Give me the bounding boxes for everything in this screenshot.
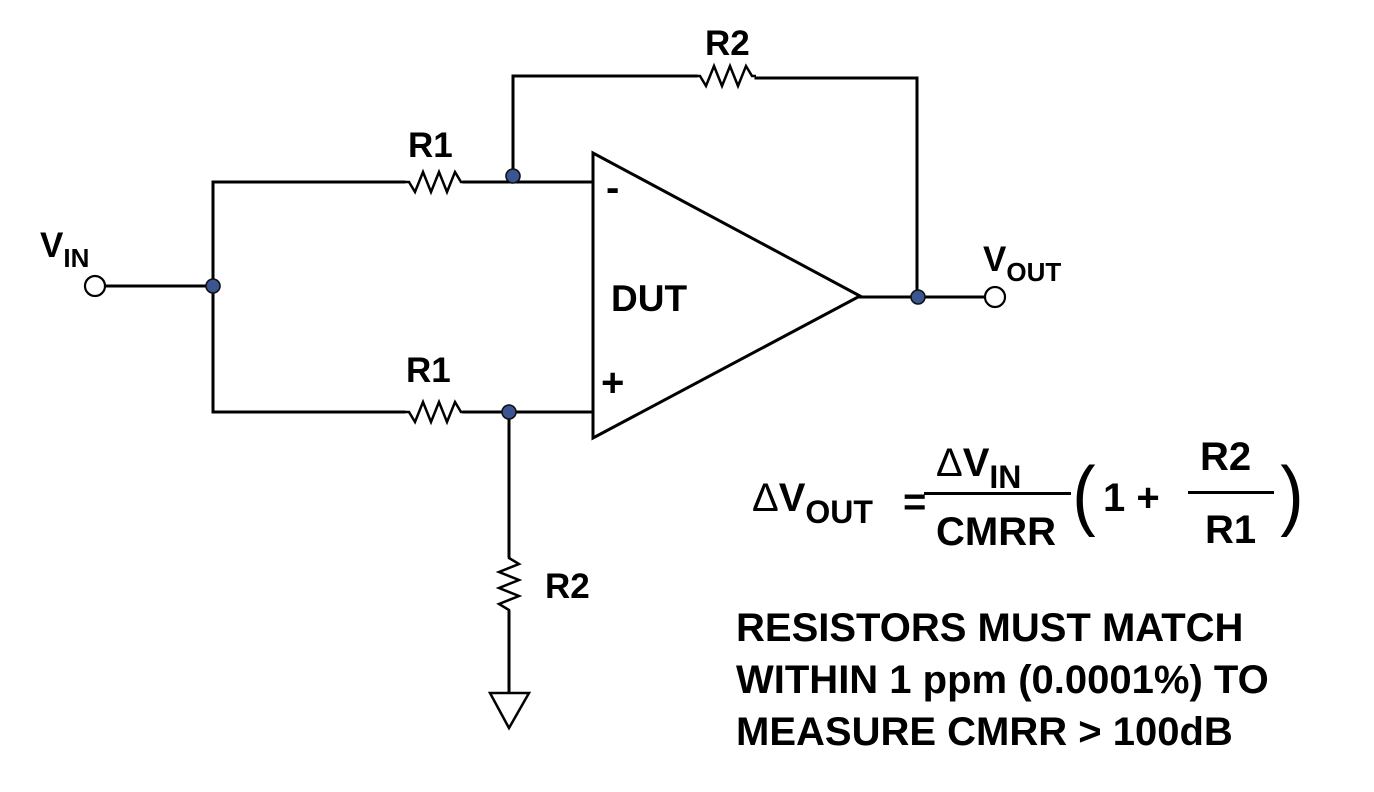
- r1-top-resistor: [404, 168, 464, 196]
- note-line: MEASURE CMRR > 100dB: [736, 710, 1233, 754]
- junction-node-output: [910, 289, 926, 305]
- r2-ground-label: R2: [545, 567, 590, 606]
- inverting-input-sign: -: [606, 166, 620, 210]
- feedback-wire-left: [511, 74, 698, 178]
- note-line: WITHIN 1 ppm (0.0001%) TO: [736, 658, 1269, 702]
- vout-label-sub: OUT: [1006, 257, 1062, 287]
- note-line: RESISTORS MUST MATCH: [736, 606, 1244, 650]
- r1-bottom-resistor: [404, 398, 464, 426]
- ratio-numerator: R2: [1200, 435, 1252, 479]
- equation-lhs-main: V: [778, 476, 806, 520]
- r2-feedback-resistor: [696, 62, 756, 90]
- vin-label-main: V: [40, 226, 64, 265]
- resistor-matching-note: RESISTORS MUST MATCH WITHIN 1 ppm (0.000…: [736, 602, 1269, 758]
- junction-node-noninverting: [501, 404, 517, 420]
- equation-numerator: ΔVIN: [936, 441, 1021, 493]
- equation-numerator-sub: IN: [989, 459, 1022, 495]
- open-paren: (: [1072, 450, 1096, 538]
- input-terminal: [83, 274, 107, 298]
- ratio-denominator: R1: [1205, 508, 1257, 552]
- vout-label: VOUT: [983, 240, 1061, 285]
- noninverting-input-sign: +: [601, 361, 625, 405]
- delta-symbol: Δ: [936, 441, 963, 485]
- delta-symbol: Δ: [752, 476, 779, 520]
- junction-node-inverting: [505, 168, 521, 184]
- close-paren: ): [1280, 450, 1304, 538]
- equation-one-plus: 1 +: [1103, 476, 1160, 520]
- equation-numerator-main: V: [962, 441, 990, 485]
- equation-lhs: ΔVOUT: [752, 476, 873, 528]
- junction-node-input: [205, 278, 221, 294]
- fraction-bar-ratio: [1188, 491, 1274, 494]
- output-terminal: [983, 285, 1007, 309]
- opamp-triangle: [591, 150, 864, 441]
- equation-lhs-sub: OUT: [805, 494, 873, 530]
- vin-label-sub: IN: [63, 243, 90, 273]
- r1-top-label: R1: [408, 126, 453, 165]
- ground-icon: [487, 691, 532, 731]
- fraction-bar-main: [924, 492, 1071, 495]
- vout-label-main: V: [983, 240, 1007, 279]
- opamp-label: DUT: [611, 278, 688, 319]
- vin-label: VIN: [40, 226, 89, 271]
- r2-feedback-label: R2: [705, 24, 750, 63]
- equation-denominator: CMRR: [936, 510, 1056, 554]
- r1-bottom-label: R1: [406, 351, 451, 390]
- r2-ground-resistor: [495, 556, 523, 612]
- equals-sign: =: [903, 480, 927, 524]
- feedback-wire-right: [754, 76, 919, 299]
